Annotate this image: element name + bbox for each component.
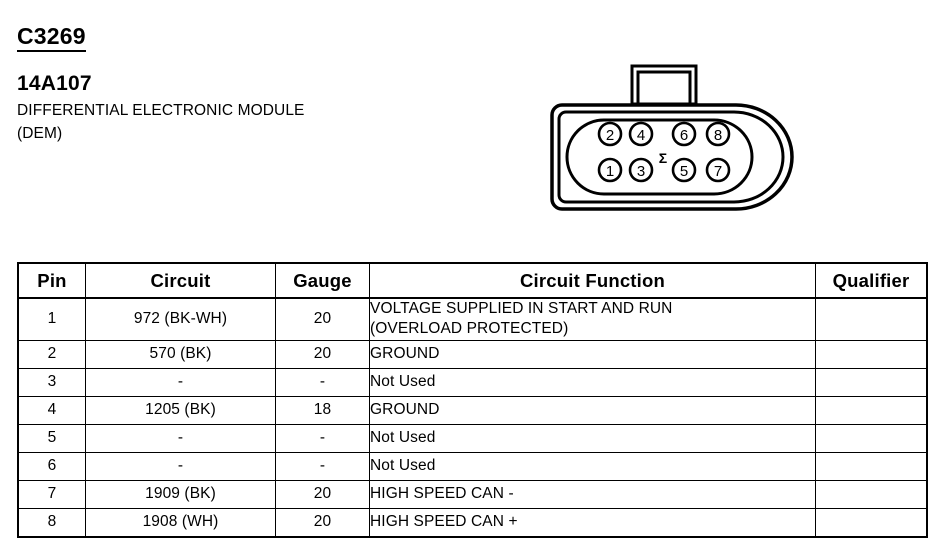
pin-number-6: 6	[680, 127, 688, 144]
cell-function: GROUND	[369, 339, 816, 369]
cell-pin: 3	[17, 367, 86, 397]
cell-gauge: -	[275, 451, 370, 481]
cell-function-line-1: VOLTAGE SUPPLIED IN START AND RUN	[370, 300, 673, 317]
table-header: Pin Circuit Gauge Circuit Function Quali…	[17, 262, 928, 299]
cell-qualifier	[815, 451, 928, 481]
pin-number-5: 5	[680, 163, 688, 180]
cell-function: GROUND	[369, 395, 816, 425]
table-row: 3 - - Not Used	[17, 367, 928, 397]
connector-diagram: 2 4 6 8 Σ 1 3 5 7	[536, 58, 796, 218]
pin-number-1: 1	[606, 163, 614, 180]
cell-qualifier	[815, 297, 928, 341]
part-number: 14A107	[17, 72, 92, 96]
cell-qualifier	[815, 507, 928, 538]
cell-function: HIGH SPEED CAN -	[369, 479, 816, 509]
cell-qualifier	[815, 367, 928, 397]
cell-gauge: 20	[275, 297, 370, 341]
cell-function-line-2: (OVERLOAD PROTECTED)	[370, 320, 569, 338]
cell-gauge: 20	[275, 339, 370, 369]
keying-symbol: Σ	[659, 150, 667, 166]
cell-circuit: -	[85, 451, 276, 481]
cell-gauge: 20	[275, 507, 370, 538]
pin-circle-8	[705, 121, 731, 147]
cell-function: Not Used	[369, 367, 816, 397]
pin-circle-4	[628, 121, 654, 147]
connector-header: C3269 14A107 DIFFERENTIAL ELECTRONIC MOD…	[17, 23, 437, 145]
part-description-line-2: (DEM)	[17, 124, 63, 142]
table-row: 6 - - Not Used	[17, 451, 928, 481]
pin-circle-7	[705, 157, 731, 183]
column-header-circuit: Circuit	[85, 262, 276, 299]
cell-pin: 7	[17, 479, 86, 509]
cell-pin: 2	[17, 339, 86, 369]
pin-row-bottom: 1 3 5 7	[597, 157, 731, 183]
cell-pin: 1	[17, 297, 86, 341]
cell-circuit: -	[85, 423, 276, 453]
cell-pin: 8	[17, 507, 86, 538]
table-row: 4 1205 (BK) 18 GROUND	[17, 395, 928, 425]
cell-qualifier	[815, 423, 928, 453]
cell-pin: 5	[17, 423, 86, 453]
cell-circuit: 1908 (WH)	[85, 507, 276, 538]
cell-circuit: 570 (BK)	[85, 339, 276, 369]
table-row: 1 972 (BK-WH) 20 VOLTAGE SUPPLIED IN STA…	[17, 297, 928, 341]
locking-tab-inner	[636, 70, 692, 106]
cell-qualifier	[815, 339, 928, 369]
cell-gauge: -	[275, 367, 370, 397]
column-header-function: Circuit Function	[369, 262, 816, 299]
cell-circuit: 1205 (BK)	[85, 395, 276, 425]
cell-qualifier	[815, 395, 928, 425]
cell-circuit: 972 (BK-WH)	[85, 297, 276, 341]
cell-pin: 6	[17, 451, 86, 481]
pin-number-7: 7	[714, 163, 722, 180]
pin-circle-1	[597, 157, 623, 183]
pin-circle-2	[597, 121, 623, 147]
pin-number-3: 3	[637, 163, 645, 180]
cell-function: Not Used	[369, 451, 816, 481]
connector-id: C3269	[17, 23, 86, 53]
cell-qualifier	[815, 479, 928, 509]
pin-circle-3	[628, 157, 654, 183]
cell-pin: 4	[17, 395, 86, 425]
column-header-gauge: Gauge	[275, 262, 370, 299]
table-row: 8 1908 (WH) 20 HIGH SPEED CAN +	[17, 507, 928, 538]
pin-number-2: 2	[606, 127, 614, 144]
cell-function: Not Used	[369, 423, 816, 453]
cell-gauge: 20	[275, 479, 370, 509]
cell-circuit: -	[85, 367, 276, 397]
connector-svg: 2 4 6 8 Σ 1 3 5 7	[550, 64, 794, 211]
cell-function: HIGH SPEED CAN +	[369, 507, 816, 538]
cell-circuit: 1909 (BK)	[85, 479, 276, 509]
pin-circle-5	[671, 157, 697, 183]
cell-gauge: 18	[275, 395, 370, 425]
pin-circle-6	[671, 121, 697, 147]
pin-assignment-table: Pin Circuit Gauge Circuit Function Quali…	[17, 262, 928, 538]
cell-gauge: -	[275, 423, 370, 453]
cell-function: VOLTAGE SUPPLIED IN START AND RUN (OVERL…	[369, 297, 816, 341]
table-row: 2 570 (BK) 20 GROUND	[17, 339, 928, 369]
pin-row-top: 2 4 6 8	[597, 121, 731, 147]
table-row: 5 - - Not Used	[17, 423, 928, 453]
pin-number-4: 4	[637, 127, 645, 144]
table-header-row: Pin Circuit Gauge Circuit Function Quali…	[17, 262, 928, 299]
part-description-line-1: DIFFERENTIAL ELECTRONIC MODULE	[17, 102, 305, 120]
table-body: 1 972 (BK-WH) 20 VOLTAGE SUPPLIED IN STA…	[17, 297, 928, 538]
column-header-pin: Pin	[17, 262, 86, 299]
column-header-qualifier: Qualifier	[815, 262, 928, 299]
table-row: 7 1909 (BK) 20 HIGH SPEED CAN -	[17, 479, 928, 509]
pin-number-8: 8	[714, 127, 722, 144]
